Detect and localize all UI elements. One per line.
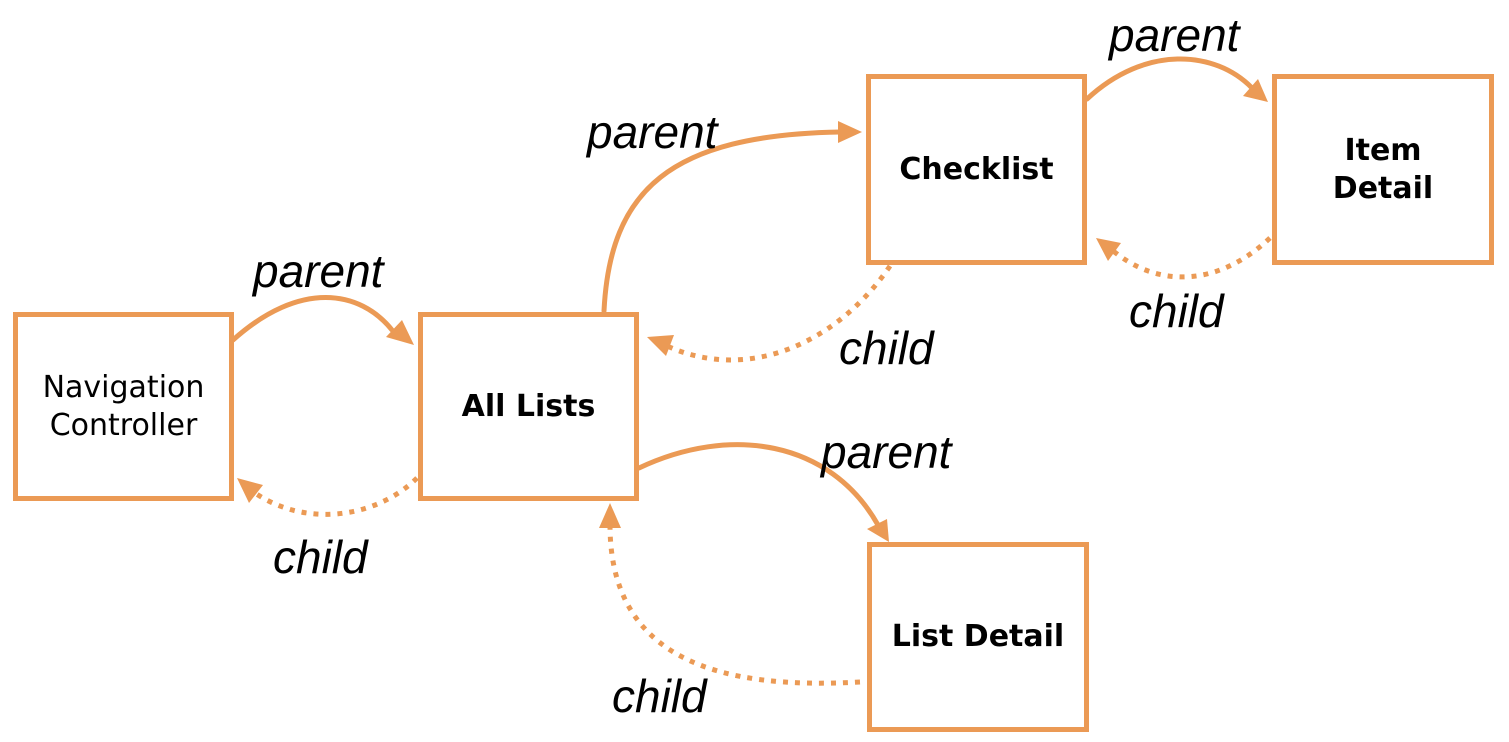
edge-label: child (1129, 285, 1225, 337)
edge-line (230, 295, 395, 343)
edge-line (1110, 236, 1272, 280)
node-checklist: Checklist (866, 74, 1087, 265)
node-item-detail: Item Detail (1272, 74, 1494, 265)
node-list-detail: List Detail (867, 542, 1089, 732)
edge-line (253, 476, 419, 517)
arrowhead (386, 320, 414, 345)
edge-label: child (839, 322, 935, 374)
edge-line (601, 129, 843, 314)
edge-line (1084, 56, 1255, 102)
edge-checklist-to-itemdetail: parent (1084, 9, 1268, 102)
edge-alllists-to-listdetail: parent (636, 426, 954, 542)
edge-line (607, 524, 861, 686)
edge-label: child (612, 670, 708, 722)
edge-label: parent (585, 106, 720, 158)
node-label: List Detail (891, 619, 1065, 654)
arrowhead (647, 335, 674, 356)
arrowhead (838, 121, 862, 143)
node-label: Checklist (899, 151, 1054, 187)
edge-label: child (273, 531, 369, 583)
edge-label: parent (1107, 9, 1242, 61)
edge-label: parent (819, 426, 954, 478)
edge-alllists-to-nav: child (237, 476, 419, 583)
arrowhead (599, 503, 621, 528)
arrowhead (1243, 79, 1268, 102)
arrowhead (867, 519, 889, 542)
node-label: Navigation Controller (42, 369, 205, 443)
arrowhead (1096, 238, 1121, 261)
arrowhead (237, 478, 263, 503)
edge-label: parent (251, 245, 386, 297)
edge-itemdetail-to-checklist: child (1096, 236, 1272, 337)
edge-line (636, 442, 881, 528)
edge-alllists-to-checklist: parent (585, 106, 862, 314)
node-navigation-controller: Navigation Controller (13, 312, 234, 501)
node-all-lists: All Lists (418, 312, 639, 501)
edge-checklist-to-alllists: child (647, 264, 935, 374)
edge-listdetail-to-alllists: child (599, 503, 861, 722)
edge-nav-to-alllists: parent (230, 245, 414, 345)
node-label: Item Detail (1332, 132, 1434, 206)
node-label: All Lists (461, 388, 596, 424)
